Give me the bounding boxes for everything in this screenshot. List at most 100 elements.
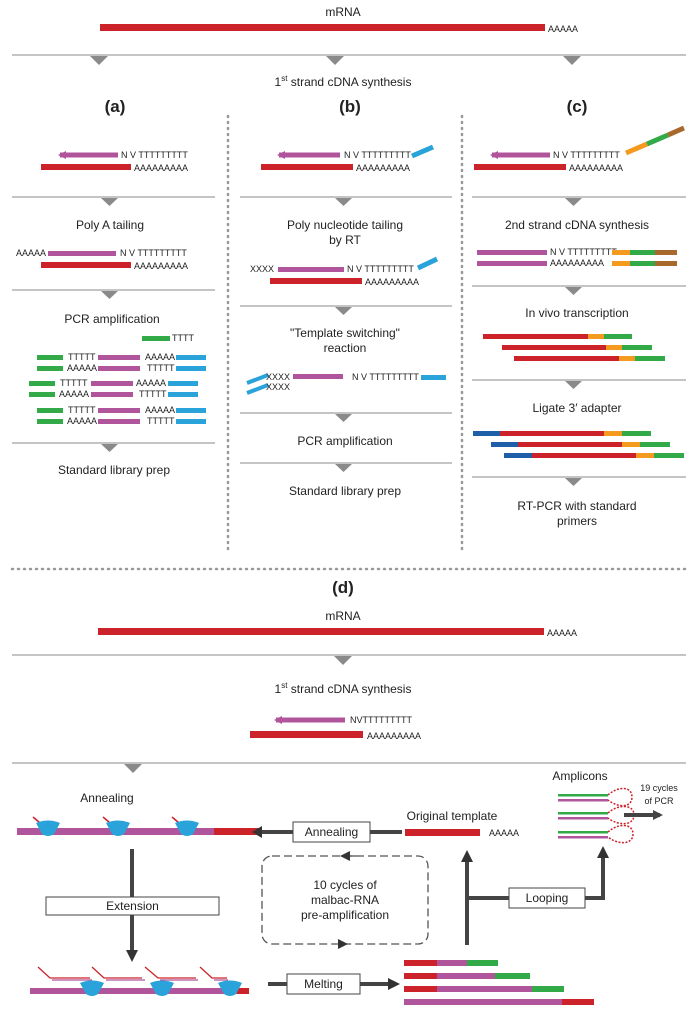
b-xxxx-1: XXXX bbox=[250, 264, 274, 274]
b-template-seq: AAAAAAAAA bbox=[356, 163, 410, 173]
top-first-strand-title: 1st strand cDNA synthesis bbox=[275, 74, 412, 89]
d-up-arrow-head bbox=[461, 850, 473, 862]
c-ds-brown-top bbox=[655, 250, 677, 255]
b-step-switch-2: reaction bbox=[324, 341, 367, 355]
c-template bbox=[474, 164, 566, 170]
d-cycles-line-2: malbac-RNA bbox=[311, 893, 379, 907]
a-step-pcr: PCR amplification bbox=[64, 312, 159, 326]
a-step-library: Standard library prep bbox=[58, 463, 170, 477]
a-tailed-cdna bbox=[48, 251, 116, 256]
c-primer-seq: N V TTTTTTTTT bbox=[553, 150, 620, 160]
c-ds-primer-seq: N V TTTTTTTTT bbox=[550, 247, 617, 257]
a-p2-t5-bot: TTTTT bbox=[139, 389, 167, 399]
a-p3-a5: AAAAA bbox=[145, 405, 175, 415]
a-p2-mag-bot bbox=[91, 392, 133, 397]
a-template-seq-2: AAAAAAAAA bbox=[134, 261, 188, 271]
a-primer-seq-2: N V TTTTTTTTT bbox=[120, 248, 187, 258]
d-original-template-label: Original template bbox=[407, 809, 498, 823]
b-switch-cdna bbox=[293, 374, 343, 379]
a-p1-t5-bot: TTTTT bbox=[147, 363, 175, 373]
d-amplicons-label: Amplicons bbox=[552, 769, 607, 783]
a-p3-green-top bbox=[37, 408, 63, 413]
c-step-transcription: In vivo transcription bbox=[525, 306, 628, 320]
d-prod2-red bbox=[404, 973, 437, 979]
a-arrow-3 bbox=[101, 444, 118, 452]
d-melting-arrow-head bbox=[388, 978, 400, 990]
b-step-tailing-1: Poly nucleotide tailing bbox=[287, 218, 403, 232]
c-lig1-red bbox=[500, 431, 604, 436]
a-tail-seq: AAAAA bbox=[16, 248, 46, 258]
b-switch-blue bbox=[421, 375, 446, 380]
panel-b-label: (b) bbox=[339, 97, 361, 116]
panel-c: (c) N V TTTTTTTTT AAAAAAAAA 2nd strand c… bbox=[472, 97, 686, 528]
d-annealing-box bbox=[292, 821, 371, 843]
d-looping-box-label: Looping bbox=[526, 891, 569, 905]
d-extension-arrow-head bbox=[126, 950, 138, 962]
a-oligo-t: TTTT bbox=[172, 333, 194, 343]
b-blue-oligo-2 bbox=[416, 256, 439, 271]
d-prod1-green bbox=[467, 960, 498, 966]
top-mrna-strand bbox=[100, 24, 545, 31]
b-template-2 bbox=[270, 278, 362, 284]
d-amp3-loop bbox=[607, 824, 634, 844]
a-p1-mag-bot bbox=[98, 366, 140, 371]
d-annealing-title: Annealing bbox=[80, 791, 133, 805]
panel-c-label: (c) bbox=[567, 97, 588, 116]
a-p1-blue-bot bbox=[176, 366, 206, 371]
a-p1-t5: TTTTT bbox=[68, 352, 96, 362]
d-original-template bbox=[405, 829, 480, 836]
top-mrna-label: mRNA bbox=[325, 5, 360, 19]
a-p3-t5-bot: TTTTT bbox=[147, 416, 175, 426]
d-original-polya: AAAAA bbox=[489, 828, 519, 838]
c-adapter-orange bbox=[625, 141, 648, 156]
c-lig2-green bbox=[640, 442, 670, 447]
arrow-to-b bbox=[326, 56, 344, 65]
c-rna3-red bbox=[514, 356, 619, 361]
c-lig3-green bbox=[654, 453, 684, 458]
panel-b: (b) N V TTTTTTTTT AAAAAAAAA Poly nucleot… bbox=[240, 97, 452, 498]
a-p1-green-bot bbox=[37, 366, 63, 371]
d-ext-blob-3 bbox=[218, 980, 242, 996]
d-ext-blob-1 bbox=[80, 980, 104, 996]
a-p2-t5: TTTTT bbox=[60, 378, 88, 388]
c-adapter-green bbox=[646, 132, 669, 147]
d-primer-seq: NVTTTTTTTTT bbox=[350, 715, 412, 725]
b-primer-seq-3: N V TTTTTTTTT bbox=[352, 372, 419, 382]
b-step-pcr: PCR amplification bbox=[297, 434, 392, 448]
b-primer-seq-2: N V TTTTTTTTT bbox=[347, 264, 414, 274]
b-blue-oligo bbox=[411, 144, 434, 159]
d-prod2-green bbox=[495, 973, 530, 979]
d-arrow-2 bbox=[124, 764, 142, 773]
a-p3-t5: TTTTT bbox=[68, 405, 96, 415]
d-primer-blob-3 bbox=[175, 820, 199, 836]
c-rna3-orange bbox=[619, 356, 635, 361]
b-template-seq-2: AAAAAAAAA bbox=[365, 277, 419, 287]
a-p1-blue-top bbox=[176, 355, 206, 360]
c-rna2-green bbox=[622, 345, 652, 350]
a-p3-mag-bot bbox=[98, 419, 140, 424]
d-pcr-label-2: of PCR bbox=[644, 796, 674, 806]
c-arrow-1 bbox=[565, 198, 582, 206]
d-prod1-red bbox=[404, 960, 437, 966]
a-p2-mag-top bbox=[91, 381, 133, 386]
c-step-ligate: Ligate 3′ adapter bbox=[533, 401, 622, 415]
a-step-poly-a: Poly A tailing bbox=[76, 218, 144, 232]
c-ds-orange-bot bbox=[612, 261, 630, 266]
d-amp2-green bbox=[558, 812, 608, 815]
d-prod4-red bbox=[562, 999, 594, 1005]
b-step-switch-1: "Template switching" bbox=[290, 326, 400, 340]
b-template bbox=[261, 164, 353, 170]
c-lig3-navy bbox=[504, 453, 532, 458]
c-lig1-green bbox=[622, 431, 651, 436]
d-prod3-mag bbox=[437, 986, 532, 992]
d-pcr-label-1: 19 cycles bbox=[640, 783, 678, 793]
panel-a: (a) N V TTTTTTTTT AAAAAAAAA Poly A taili… bbox=[12, 97, 215, 477]
b-primer-seq: N V TTTTTTTTT bbox=[344, 150, 411, 160]
b-switch-oligo-1 bbox=[246, 373, 269, 385]
c-lig2-navy bbox=[491, 442, 518, 447]
a-p2-green-bot bbox=[29, 392, 55, 397]
d-melting-box-label: Melting bbox=[304, 977, 343, 991]
c-ds-brown-bot bbox=[655, 261, 677, 266]
a-p3-a5-bot: AAAAA bbox=[67, 416, 97, 426]
b-step-library: Standard library prep bbox=[289, 484, 401, 498]
